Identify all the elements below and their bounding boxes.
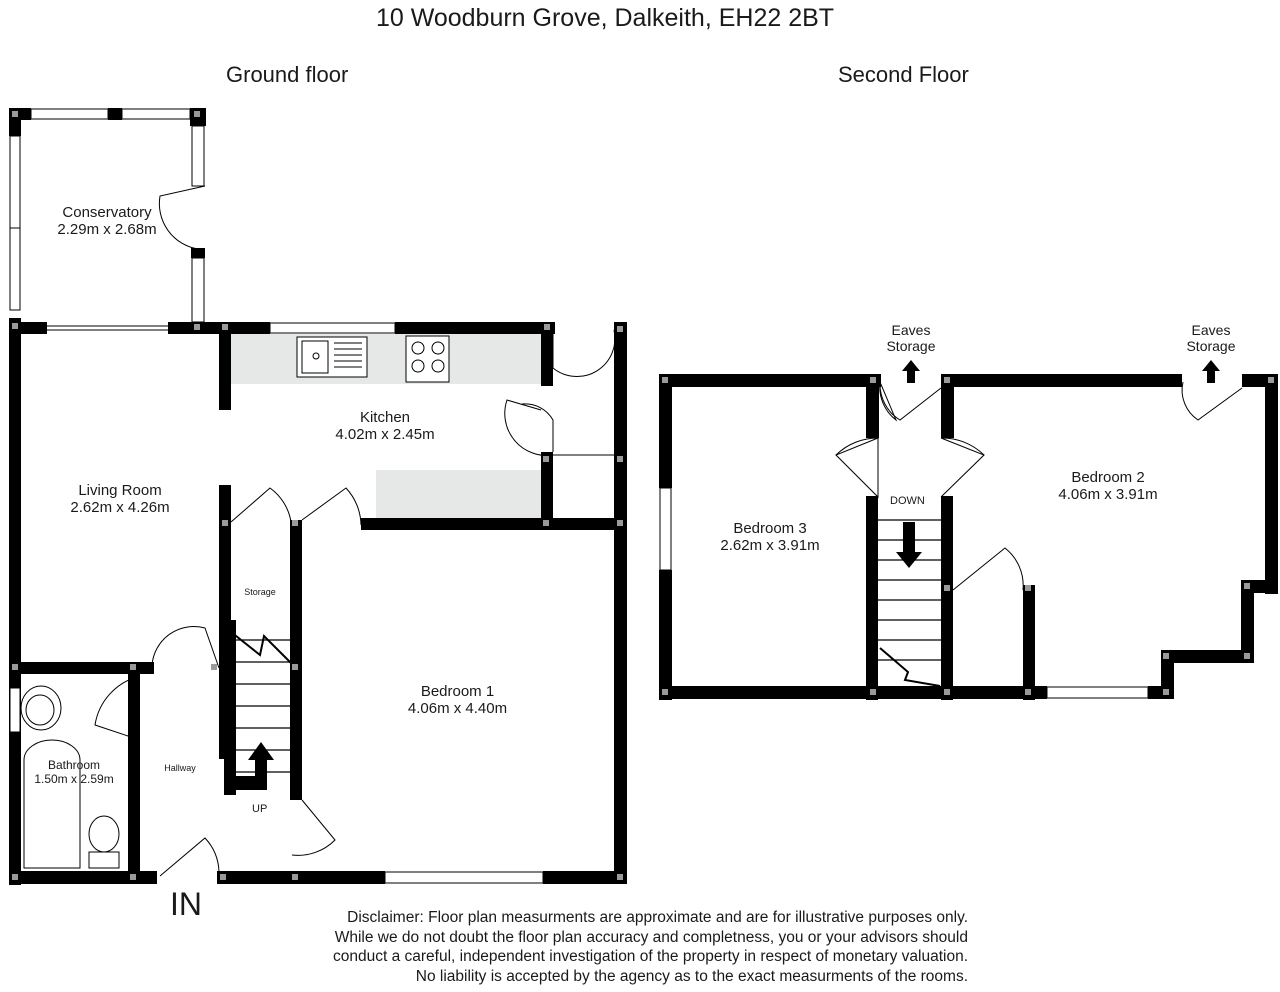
arrow-up-icon [902,360,920,383]
wall [866,374,879,438]
wall [224,620,236,795]
wall [659,686,1047,699]
hallway-label: Hallway [164,763,196,773]
wall [659,374,881,387]
wall [217,871,385,884]
wall [1265,374,1278,594]
wall [1161,650,1174,699]
hob-icon [405,335,450,383]
wall [541,452,553,528]
wall [9,662,154,674]
wall [866,496,878,700]
wall [659,374,672,488]
wall [1241,580,1254,662]
second-floor-heading: Second Floor [838,62,969,87]
toilet-icon [88,815,120,853]
wall [1023,585,1035,700]
wall [290,520,302,800]
wall [941,496,953,700]
entrance-label: IN [170,886,202,922]
storage-label: Storage [244,587,276,597]
sink-icon [296,336,368,378]
wall [9,871,157,884]
ground-floor-heading: Ground floor [226,62,349,87]
wall [219,322,231,410]
wall [614,322,627,884]
page-title: 10 Woodburn Grove, Dalkeith, EH22 2BT [375,4,835,32]
arrow-up-icon [1202,360,1220,383]
wall [361,518,627,530]
wall [541,322,553,386]
wall [191,248,205,258]
stairs-up-label: UP [252,803,268,815]
wall [543,871,627,884]
bath-icon [23,739,81,869]
kitchen-counter [376,470,541,518]
wall [395,322,555,334]
wall [941,374,1182,387]
kitchen-counter [231,334,541,384]
basin-icon [20,685,62,731]
stairs-down-label: DOWN [890,495,925,507]
wall [1161,650,1254,663]
wall [9,735,21,885]
wall [108,108,122,120]
wall [128,662,140,884]
wall [659,570,672,700]
wall [9,322,47,334]
disclaimer: Disclaimer: Floor plan measurments are a… [332,909,968,985]
wall [941,374,954,438]
